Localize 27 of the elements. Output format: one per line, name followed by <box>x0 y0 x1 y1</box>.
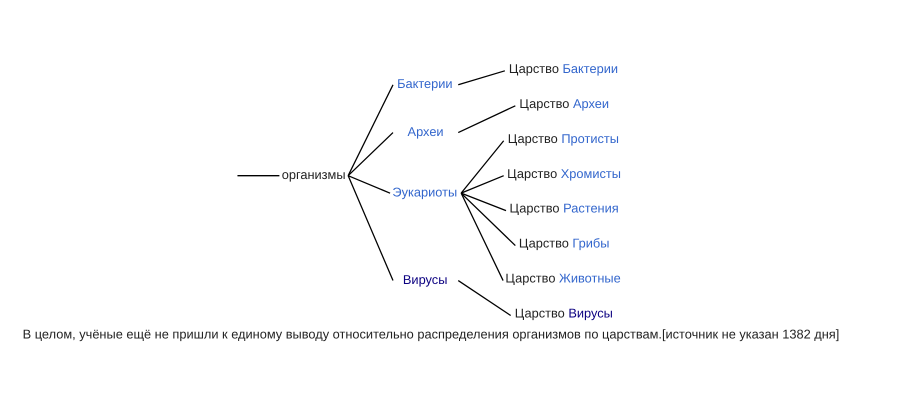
connector <box>460 140 504 194</box>
connector <box>460 174 504 194</box>
connector <box>348 132 394 176</box>
connector <box>458 104 516 133</box>
node-text: Вирусы <box>402 271 448 286</box>
node-text: Царство Археи <box>519 95 610 110</box>
caption: В целом, учёные ещё не пришли к единому выводу относительно распределения организмов по царствам.[источник не указан 1382 дня] <box>22 326 840 342</box>
node-text: Царство Грибы <box>518 235 610 250</box>
connector <box>348 174 394 280</box>
connector <box>458 70 506 85</box>
node-text: Царство Растения <box>510 200 619 216</box>
connector <box>460 192 516 246</box>
node-text: Царство Вирусы <box>514 305 613 320</box>
node-text: Царство Хромисты <box>507 165 621 180</box>
connector <box>458 280 512 316</box>
node-text: Царство Бактерии <box>508 60 618 76</box>
connector <box>348 84 394 176</box>
connector <box>460 192 504 280</box>
node-text: Археи <box>408 123 444 138</box>
node-text: Эукариоты <box>392 184 458 199</box>
connector <box>237 174 280 176</box>
node-text: Царство Протисты <box>508 130 619 146</box>
node-text: Царство Животные <box>505 270 621 286</box>
connector <box>348 174 390 194</box>
node-text: Бактерии <box>397 76 453 91</box>
node-text: организмы <box>282 166 346 182</box>
connector <box>460 192 506 211</box>
